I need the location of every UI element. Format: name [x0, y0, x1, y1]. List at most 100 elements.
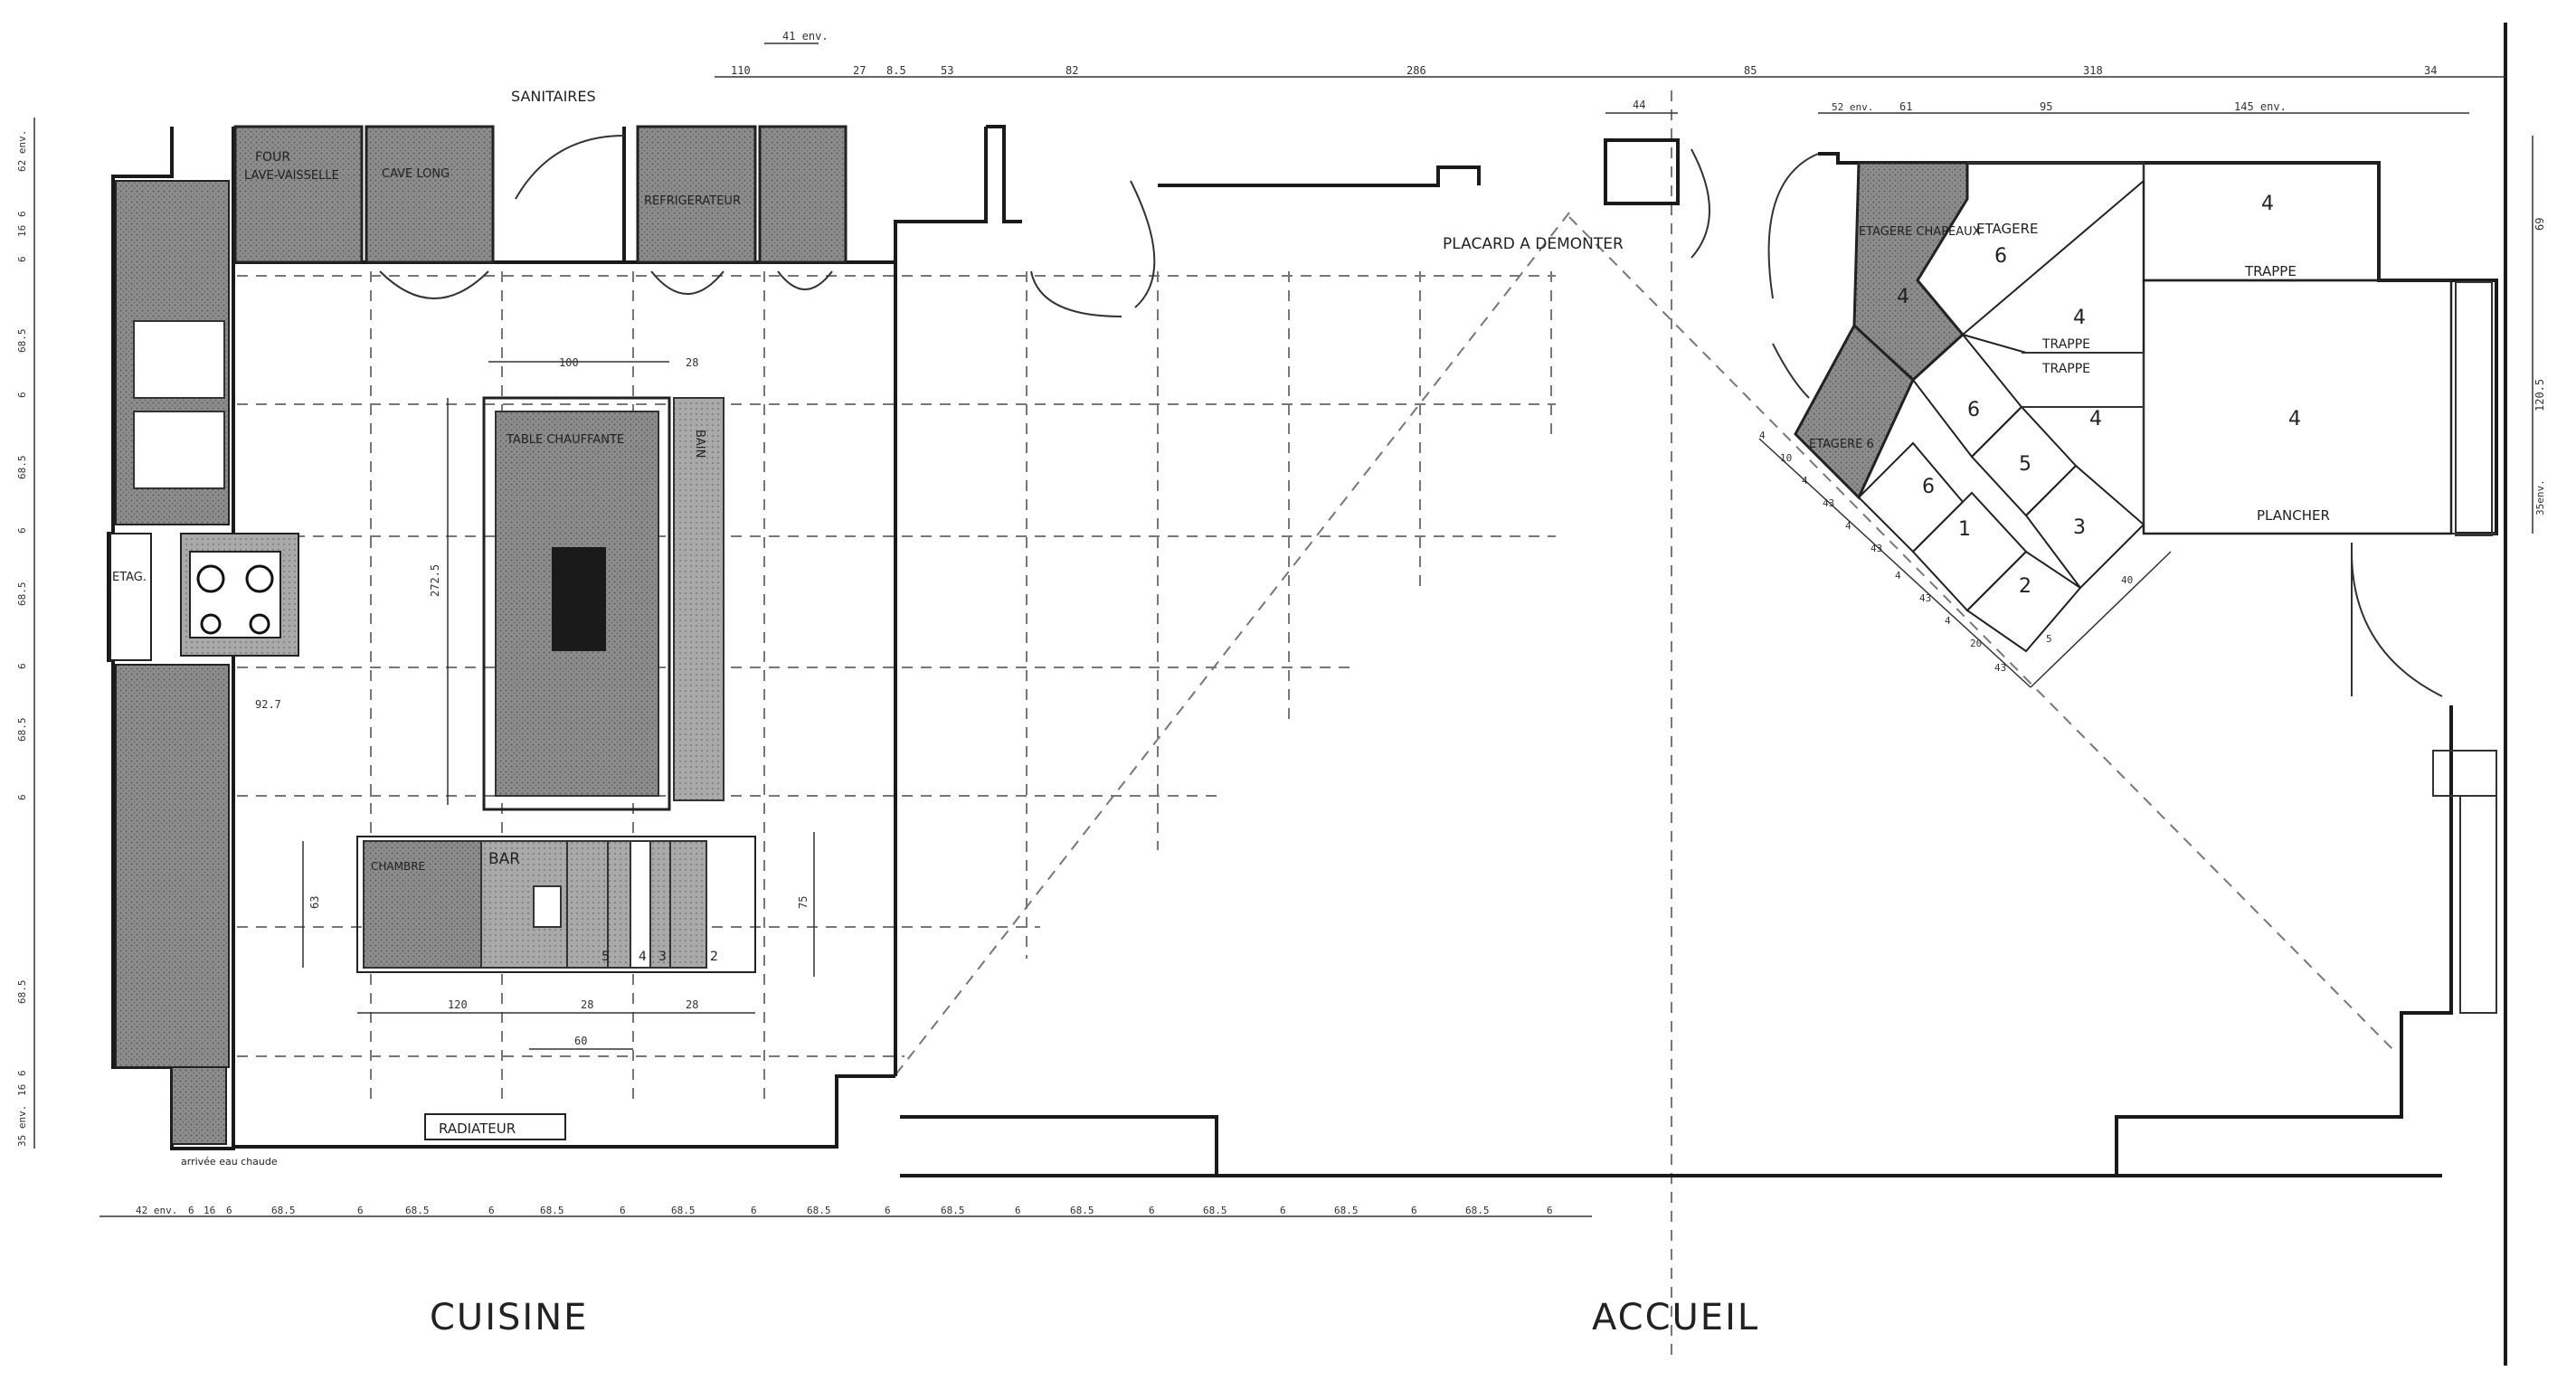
cuisine-title: CUISINE: [430, 1297, 588, 1338]
top-dim-6: 82: [1065, 64, 1078, 77]
right-top-dim-3: 61: [1899, 100, 1912, 113]
etag-label: ETAG.: [112, 571, 147, 584]
bottom-dim: 6: [488, 1205, 495, 1216]
etagere6-label: ETAGERE 6: [1809, 438, 1874, 451]
top-dim-9: 318: [2083, 64, 2103, 77]
cell-number: 6: [1994, 245, 2007, 268]
bottom-dim: 68.5: [1334, 1205, 1359, 1216]
cell-number: 1: [1958, 518, 1971, 541]
left-dim: 6: [16, 211, 28, 217]
accueil-cell-numbers: 6 4 4 4 4 6 5 6 1 3 2 4: [1897, 193, 2301, 598]
top-dim-1: 41 env.: [782, 30, 829, 43]
diag-dim: 4: [1895, 570, 1901, 582]
cell-number: 4: [2073, 307, 2086, 329]
top-dim-8: 85: [1744, 64, 1757, 77]
diag-dim: 4: [1845, 520, 1852, 532]
bottom-dim: 68.5: [1465, 1205, 1490, 1216]
right-top-dim-5: 145 env.: [2234, 100, 2287, 113]
bottom-dim: 42 env.: [136, 1205, 177, 1216]
left-dim: 68.5: [16, 718, 28, 742]
bottom-dim: 68.5: [941, 1205, 965, 1216]
bottom-dim: 6: [1149, 1205, 1155, 1216]
inner-dim-60: 60: [574, 1035, 587, 1047]
four-label: FOUR: [255, 150, 290, 165]
bain-label: BAIN: [693, 430, 706, 458]
top-dim-10: 34: [2424, 64, 2437, 77]
accueil-fixtures: [1794, 161, 2453, 653]
cell-number: 4: [2089, 408, 2102, 430]
diag-dim: 40: [2121, 574, 2133, 586]
inner-dim-92: 92.7: [255, 698, 281, 711]
left-dim: 35 env.: [16, 1105, 28, 1147]
left-dim: 6: [16, 392, 28, 398]
bar-slot-4: 4: [639, 950, 647, 964]
bar-slot-2: 2: [710, 950, 718, 964]
bottom-dim: 6: [226, 1205, 232, 1216]
cell-number: 5: [2019, 453, 2031, 476]
inner-dim-28b: 28: [581, 998, 593, 1011]
inner-dim-120: 120: [448, 998, 468, 1011]
diag-dim: 10: [1780, 452, 1792, 464]
trappe-label-2: TRAPPE: [2041, 362, 2090, 376]
diag-dim: 20: [1970, 638, 1982, 649]
bottom-dim: 68.5: [807, 1205, 831, 1216]
diag-dim: 4: [1759, 430, 1766, 441]
inner-dim-272: 272.5: [429, 564, 441, 597]
cell-number: 6: [1967, 399, 1980, 421]
left-dim: 6: [16, 527, 28, 534]
sanitaires-label: SANITAIRES: [511, 88, 596, 105]
left-dim: 6: [16, 256, 28, 262]
cell-number: 4: [2261, 193, 2274, 215]
cell-number: 2: [2019, 575, 2031, 598]
bottom-dim: 6: [188, 1205, 194, 1216]
diag-dim: 4: [1802, 475, 1808, 487]
top-dim-5: 53: [941, 64, 953, 77]
bottom-dim: 6: [751, 1205, 757, 1216]
etagere-chapeaux-label: ETAGERE CHAPEAUX: [1859, 225, 1981, 239]
bottom-dim: 6: [1280, 1205, 1286, 1216]
bottom-dim: 6: [885, 1205, 891, 1216]
cave-label: CAVE LONG: [382, 167, 450, 181]
right-dim-35: 35env.: [2534, 479, 2546, 515]
left-dim: 68.5: [16, 329, 28, 354]
top-dim-2: 110: [731, 64, 751, 77]
left-dim: 68.5: [16, 456, 28, 480]
bottom-dim: 68.5: [271, 1205, 296, 1216]
left-dim: 68.5: [16, 582, 28, 607]
bottom-dim: 68.5: [540, 1205, 564, 1216]
top-dim-7: 286: [1406, 64, 1426, 77]
bottom-dims: 42 env. 6 16 6 68.5 6 68.5 6 68.5 6 68.5…: [136, 1205, 1553, 1216]
bottom-dim: 6: [1015, 1205, 1021, 1216]
right-top-dim-4: 95: [2040, 100, 2052, 113]
top-dim-4: 8.5: [886, 64, 906, 77]
bar-label: BAR: [488, 850, 520, 868]
bottom-dim: 68.5: [671, 1205, 696, 1216]
cell-number: 4: [2288, 408, 2301, 430]
etagere-label: ETAGERE: [1976, 221, 2038, 237]
refrigerateur-label: REFRIGERATEUR: [644, 194, 741, 208]
left-dim: 62 env.: [16, 130, 28, 172]
diag-dim: 4: [1945, 615, 1951, 627]
bottom-dim: 68.5: [1070, 1205, 1094, 1216]
diag-dim: 43: [1919, 592, 1931, 604]
inner-dim-28: 28: [686, 356, 698, 369]
diag-dim: 43: [1870, 543, 1882, 554]
diagonal-dims: 4 10 4 43 4 43 4 43 4 20 43 5 40: [1759, 430, 2133, 674]
bottom-dim: 68.5: [1203, 1205, 1227, 1216]
plancher-label: PLANCHER: [2257, 507, 2330, 524]
bottom-dim: 16: [204, 1205, 215, 1216]
diag-dim: 5: [2046, 633, 2052, 645]
dimension-lines: [33, 43, 2533, 1217]
bar-slot-3: 3: [658, 950, 667, 964]
left-dims: 62 env. 6 16 6 68.5 6 68.5 6 68.5 6 68.5…: [16, 130, 28, 1147]
bottom-dim: 68.5: [405, 1205, 430, 1216]
inner-dim-75: 75: [797, 896, 810, 909]
bottom-dim: 6: [620, 1205, 626, 1216]
bottom-dim: 6: [357, 1205, 364, 1216]
chambre-label: CHAMBRE: [371, 860, 425, 873]
kitchen-fixtures: [109, 125, 848, 1145]
left-dim: 68.5: [16, 980, 28, 1005]
left-dim: 16: [16, 225, 28, 237]
lave-vaisselle-label: LAVE-VAISSELLE: [244, 169, 339, 183]
